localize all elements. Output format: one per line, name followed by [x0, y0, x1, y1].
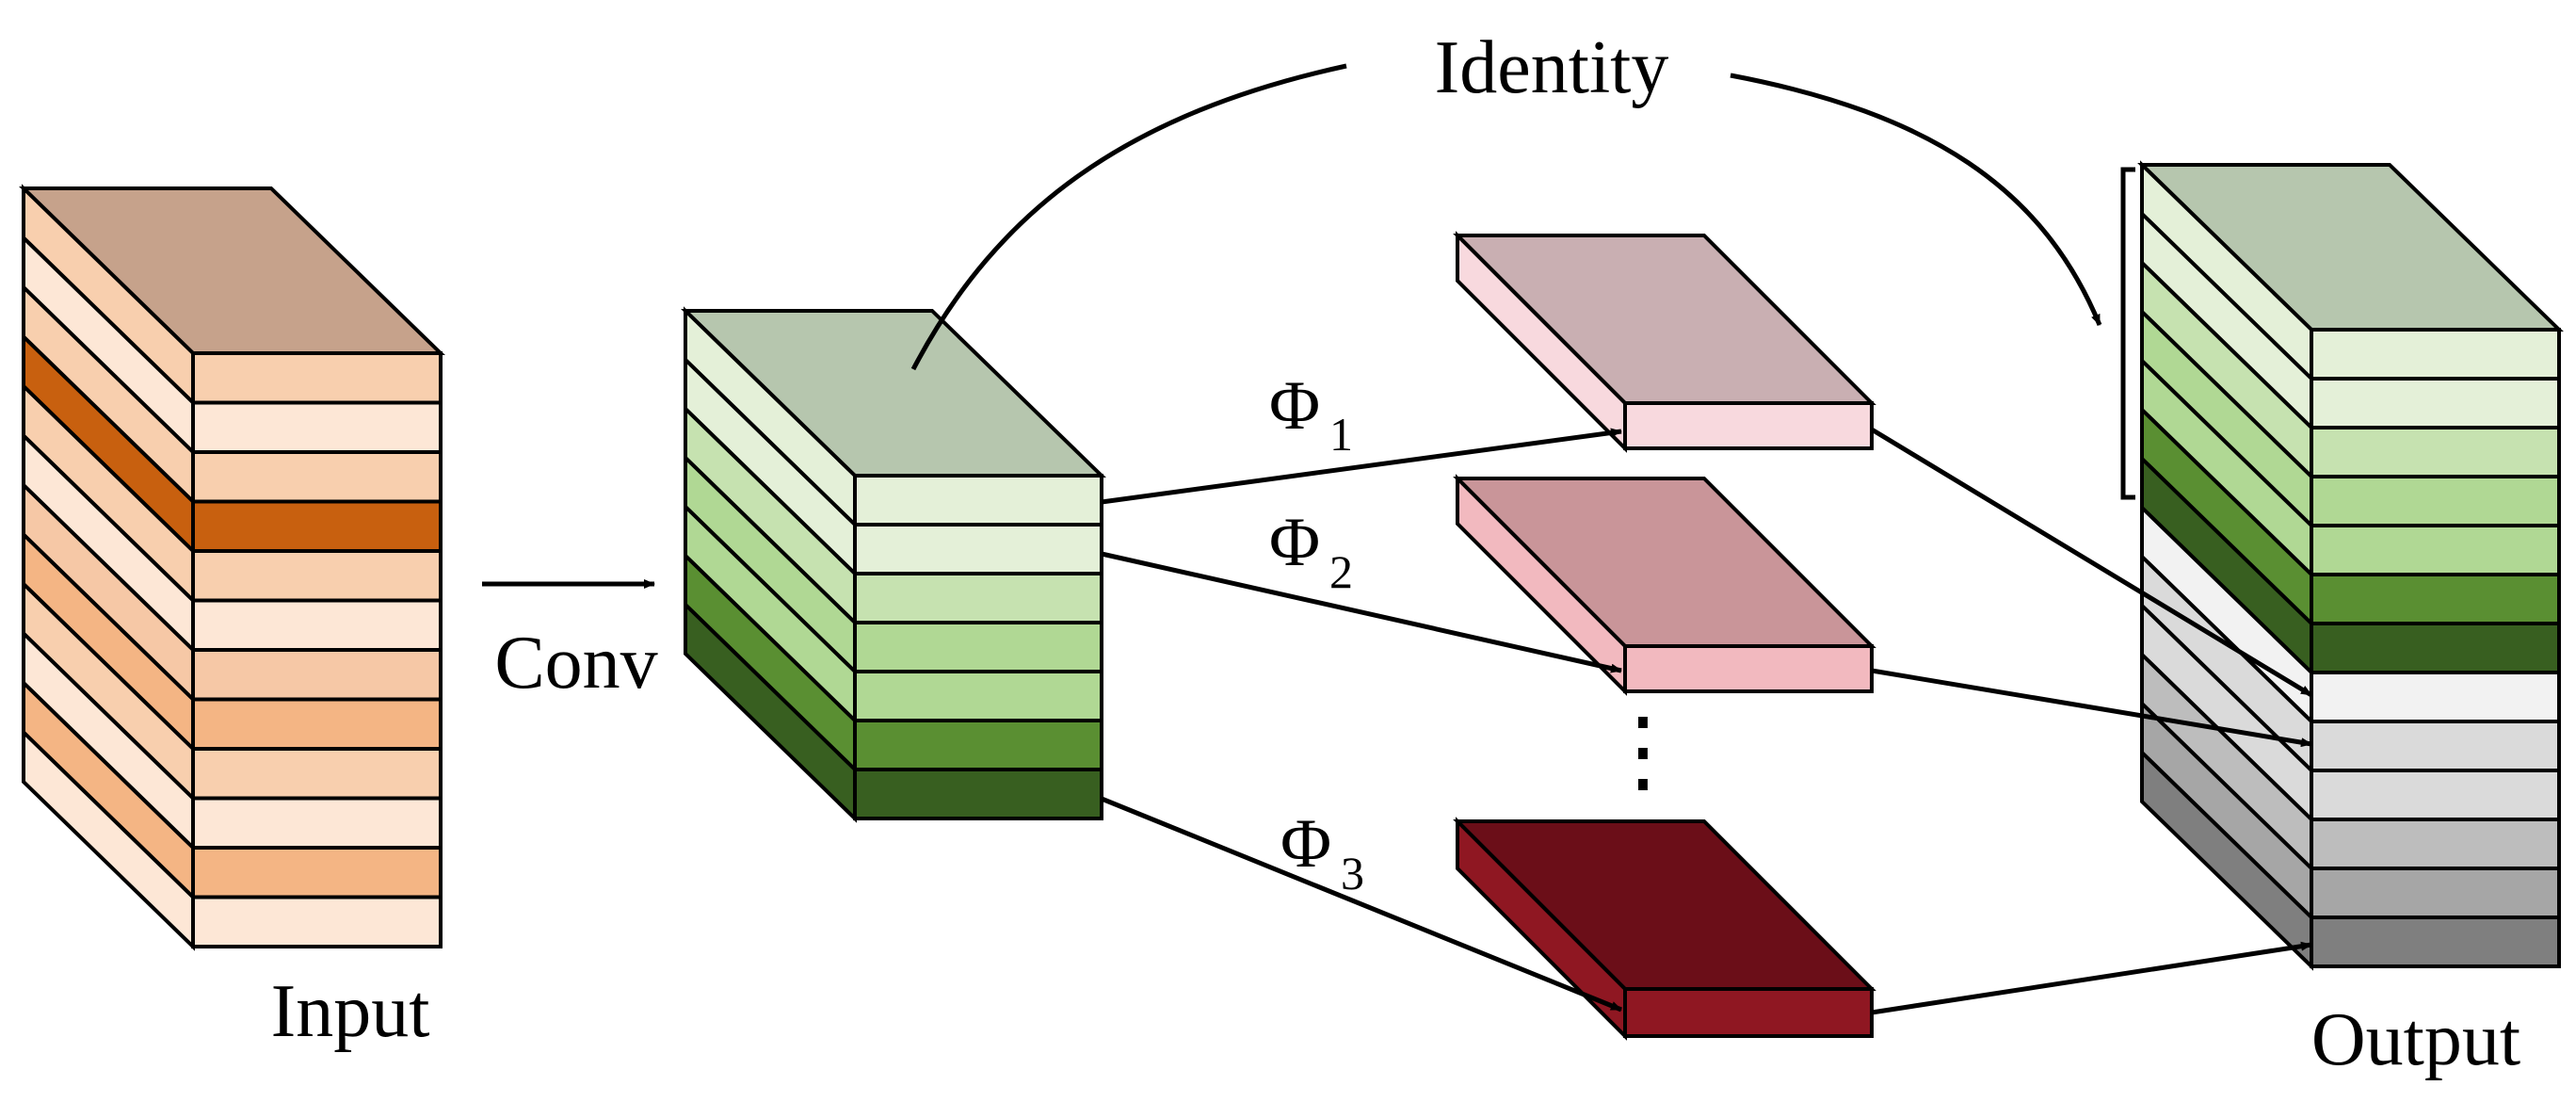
- input-front-layer-1: [191, 351, 443, 405]
- output-front-layer-4: [2310, 475, 2561, 527]
- conv-front-layer-1: [853, 474, 1103, 527]
- identity-label: Identity: [1435, 26, 1669, 109]
- phi2-plane-front-face: [1623, 644, 1874, 693]
- phi3-subscript: 3: [1341, 847, 1364, 899]
- phi1-arrow: [1101, 428, 1622, 505]
- phi1-subscript: 1: [1329, 408, 1353, 461]
- conv-front-layer-6: [853, 719, 1103, 771]
- output-label: Output: [2311, 998, 2520, 1081]
- conv-label: Conv: [494, 622, 657, 705]
- input-front-layer-5: [191, 549, 443, 603]
- output-front-layer-3: [2310, 426, 2561, 478]
- phi2-symbol: Φ: [1269, 504, 1320, 581]
- input-front-layer-11: [191, 846, 443, 899]
- identity-arc-left: [910, 63, 1347, 371]
- output-front-layer-1: [2310, 328, 2561, 381]
- input-front-layer-10: [191, 796, 443, 850]
- output-front-layer-8: [2310, 671, 2561, 723]
- conv-front-layer-4: [853, 621, 1103, 673]
- output-front-layer-5: [2310, 524, 2561, 576]
- plane2-to-output-arrow: [1871, 668, 2312, 748]
- input-front-layer-9: [191, 747, 443, 801]
- phi1-symbol: Φ: [1269, 367, 1320, 445]
- output-front-layer-13: [2310, 916, 2561, 968]
- plane3-to-output-arrow: [1871, 941, 2312, 1015]
- output-feature-block: [2137, 160, 2564, 971]
- phi2-arrow: [1101, 551, 1622, 673]
- output-front-layer-7: [2310, 622, 2561, 674]
- output-bracket: [2120, 167, 2135, 500]
- input-front-layer-3: [191, 450, 443, 504]
- conv-front-layer-3: [853, 572, 1103, 624]
- input-front-layer-8: [191, 697, 443, 751]
- input-front-layer-2: [191, 400, 443, 454]
- input-front-layer-4: [191, 499, 443, 553]
- conv-front-layer-5: [853, 670, 1103, 722]
- output-front-layer-10: [2310, 769, 2561, 821]
- phi3-arrow: [1101, 796, 1622, 1013]
- conv-front-layer-2: [853, 523, 1103, 575]
- phi1-plane-front-face: [1623, 401, 1874, 450]
- conv-feature-block: [681, 306, 1106, 823]
- phi2-subscript: 2: [1329, 545, 1353, 598]
- input-label: Input: [271, 970, 430, 1053]
- output-front-layer-12: [2310, 867, 2561, 919]
- phi2-feature-plane: [1453, 474, 1876, 696]
- output-front-layer-2: [2310, 377, 2561, 429]
- input-feature-block: [19, 184, 445, 951]
- input-front-layer-6: [191, 598, 443, 652]
- output-front-layer-11: [2310, 818, 2561, 870]
- input-front-layer-7: [191, 648, 443, 702]
- phi1-feature-plane: [1453, 231, 1876, 453]
- ellipsis-dots: ⋮: [1598, 701, 1688, 802]
- conv-front-layer-7: [853, 768, 1103, 820]
- phi3-feature-plane: [1453, 817, 1876, 1041]
- output-front-layer-9: [2310, 720, 2561, 772]
- phi3-plane-front-face: [1623, 987, 1874, 1038]
- plane1-to-output-arrow: [1870, 427, 2313, 698]
- input-front-layer-12: [191, 895, 443, 948]
- identity-arc-right: [1730, 73, 2102, 326]
- output-front-layer-6: [2310, 573, 2561, 625]
- phi3-symbol: Φ: [1280, 805, 1331, 883]
